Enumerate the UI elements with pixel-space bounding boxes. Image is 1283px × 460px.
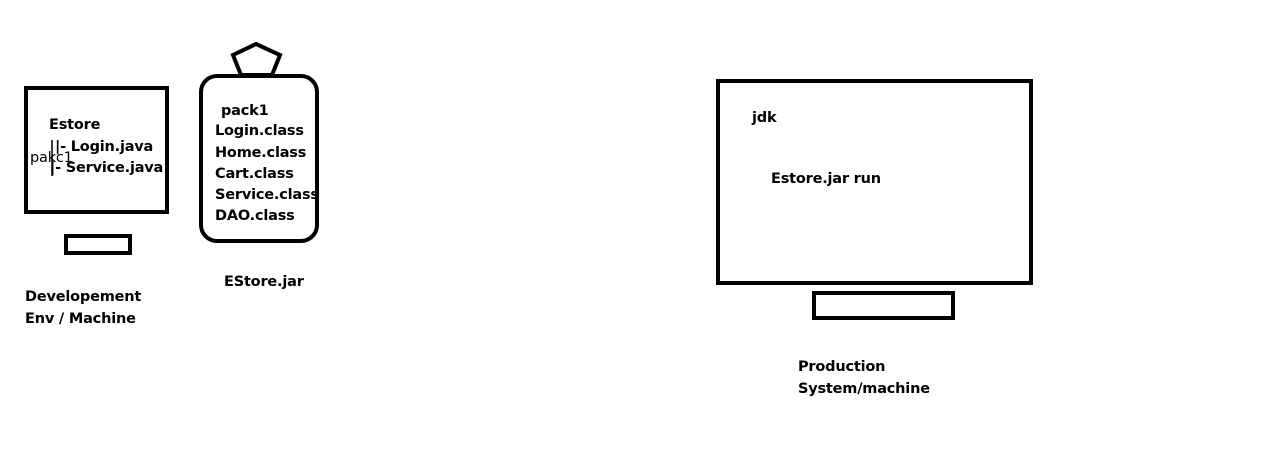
dev-folder-label: Estore [49,117,101,133]
jar-class-cart: Cart.class [215,166,294,182]
dev-monitor-stand [64,234,132,255]
dev-monitor-screen [24,86,169,214]
dev-caption-line1: Developement [25,289,142,305]
prod-caption-line1: Production [798,359,886,375]
prod-monitor-stand [812,291,955,320]
dev-caption-line2: Env / Machine [25,311,136,327]
dev-file-login: |- Login.java [55,139,154,155]
prod-command-label: Estore.jar run [771,171,881,187]
jar-body [199,74,319,243]
dev-file-service: |- Service.java [50,160,164,176]
jar-caption: EStore.jar [224,274,304,290]
jar-class-login: Login.class [215,123,304,139]
jar-class-service: Service.class [215,187,319,203]
prod-caption-line2: System/machine [798,381,930,397]
dev-package-note: pakc1 [30,150,73,166]
jar-class-dao: DAO.class [215,208,295,224]
jar-package-label: pack1 [221,103,269,119]
jar-class-home: Home.class [215,145,307,161]
jar-lid [230,41,283,77]
prod-runtime-label: jdk [752,110,777,126]
prod-monitor-screen [716,79,1033,285]
